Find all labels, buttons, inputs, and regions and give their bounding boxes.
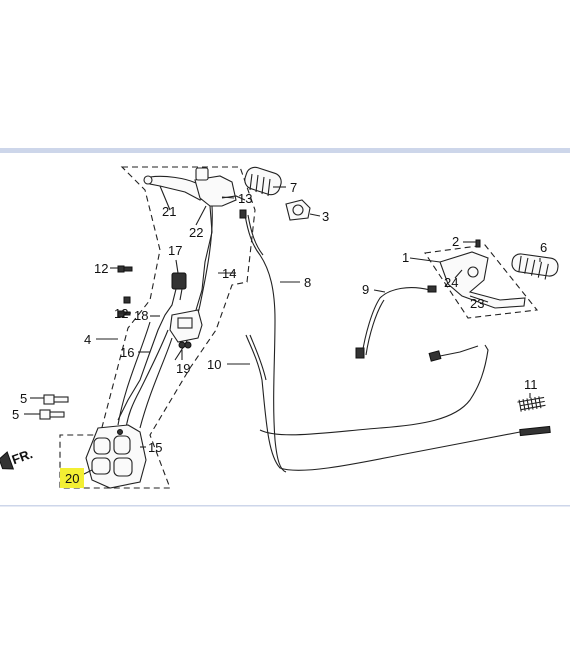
callout-4: 4 <box>84 332 91 347</box>
throttle-cable-8 <box>244 214 287 473</box>
brake-caliper-15 <box>85 424 147 489</box>
spring-11 <box>517 396 546 412</box>
callout-19: 19 <box>176 361 190 376</box>
callout-22: 22 <box>189 225 203 240</box>
grip-6 <box>511 253 559 280</box>
callout-10: 10 <box>207 357 221 372</box>
callout-23: 23 <box>470 296 484 311</box>
callout-12-upper: 12 <box>94 261 108 276</box>
callout-5-upper: 5 <box>20 391 27 406</box>
callout-14: 14 <box>222 266 236 281</box>
brake-switch-17 <box>117 272 187 421</box>
lever-assembly-outline <box>424 244 539 319</box>
brake-cable-10 <box>245 334 521 471</box>
bolt-2 <box>475 239 481 248</box>
leader-lines <box>24 185 541 477</box>
callout-6: 6 <box>540 240 547 255</box>
callout-5-lower: 5 <box>12 407 19 422</box>
callout-24: 24 <box>444 275 458 290</box>
direction-label: FR. <box>10 446 35 467</box>
callout-9: 9 <box>362 282 369 297</box>
callout-7: 7 <box>290 180 297 195</box>
bolt-12-upper <box>117 265 133 273</box>
frame-bottom-rule <box>0 505 570 507</box>
callout-17: 17 <box>168 243 182 258</box>
callout-16: 16 <box>120 345 134 360</box>
callout-20: 20 <box>65 471 79 486</box>
throttle-housing-3 <box>285 199 311 221</box>
callout-13: 13 <box>238 191 252 206</box>
callout-2: 2 <box>452 234 459 249</box>
callout-8: 8 <box>304 275 311 290</box>
brake-hose-16 <box>125 329 169 429</box>
master-cylinder <box>143 167 246 311</box>
callout-11: 11 <box>524 377 538 392</box>
brake-hose-4 <box>117 321 151 426</box>
frame-top-rule <box>0 148 570 153</box>
caliper-bolt-5-lower <box>39 409 65 420</box>
caliper-bolt-5-upper <box>43 394 69 405</box>
callout-15: 15 <box>148 440 162 455</box>
left-assembly-outline <box>59 166 256 489</box>
callout-1: 1 <box>402 250 409 265</box>
clutch-cable-9 <box>361 287 431 356</box>
front-direction-marker: FR. <box>0 446 35 470</box>
callout-12-lower: 12 <box>114 306 128 321</box>
control-unit-19 <box>169 309 203 349</box>
callout-18: 18 <box>134 308 148 323</box>
callout-3: 3 <box>322 209 329 224</box>
callout-21: 21 <box>162 204 176 219</box>
callout-20-highlight <box>60 468 84 488</box>
brake-lever-23 <box>439 251 526 309</box>
callout-labels: 1 2 3 4 5 5 6 7 8 9 10 11 12 12 13 14 15… <box>12 180 547 486</box>
